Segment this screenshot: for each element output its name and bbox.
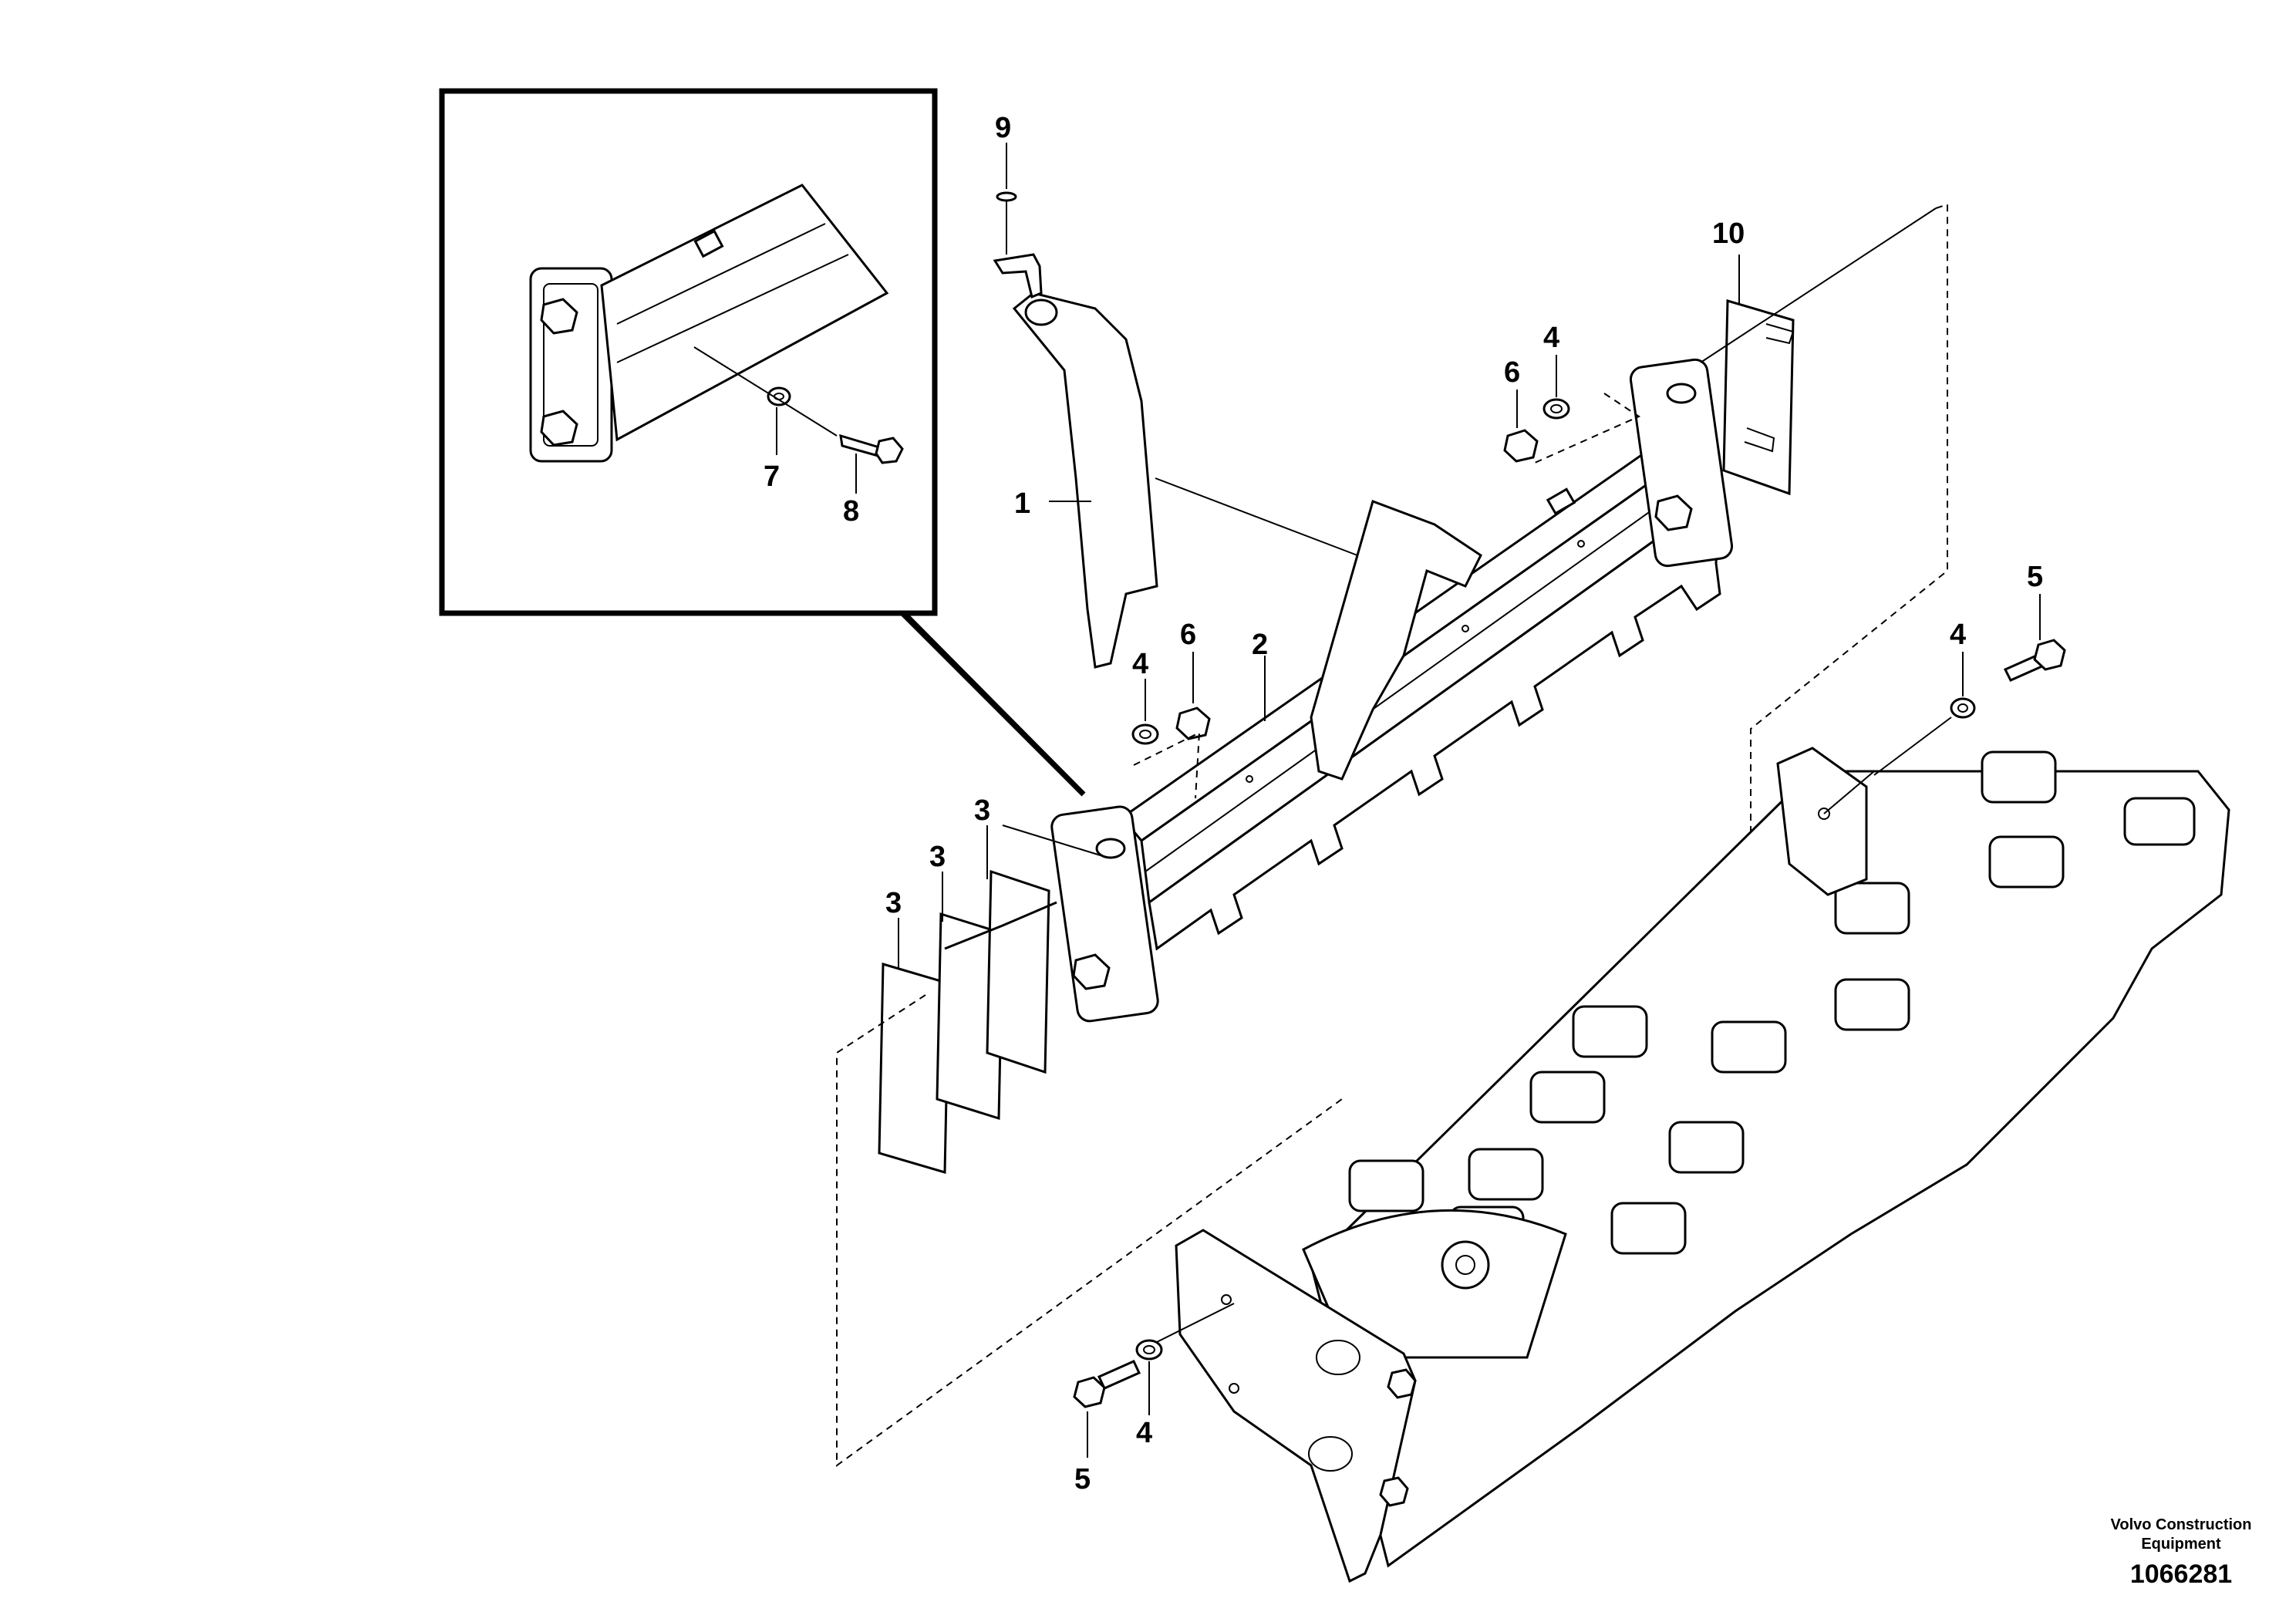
support-arm: 9 1 <box>993 112 1358 669</box>
pad <box>1988 835 2065 889</box>
shim-stack: 3 3 3 3 <box>836 794 1343 1467</box>
washer-right <box>1950 697 1976 719</box>
bolt-bottom-head <box>1073 1376 1106 1408</box>
inset-bolt <box>839 433 882 459</box>
inset-bolt-lower <box>540 410 578 447</box>
pad <box>1529 1071 1606 1124</box>
left-end-slot <box>1095 838 1126 859</box>
footer-block: Volvo Construction Equipment 1066281 <box>2111 1516 2252 1589</box>
callout-4-upper-right: 4 <box>1543 322 1559 354</box>
callout-4-right: 4 <box>1950 619 1966 651</box>
inset-bolt-upper <box>540 298 578 335</box>
shim-right: 10 <box>1700 203 1948 875</box>
pad <box>1572 1005 1648 1058</box>
callout-5-bottom: 5 <box>1074 1463 1091 1496</box>
fasteners-bottom: 4 5 <box>1073 1303 1235 1496</box>
fasteners-left: 4 6 <box>1131 619 1211 799</box>
support-arm-body <box>1012 292 1158 669</box>
pad <box>1348 1159 1424 1212</box>
callout-8: 8 <box>843 495 859 528</box>
callout-3-c: 3 <box>974 794 990 827</box>
callout-5-right: 5 <box>2027 561 2043 593</box>
right-end-bolt <box>1654 494 1693 531</box>
upper-frame-plate <box>1776 747 1868 896</box>
fasteners-upper-right: 4 6 <box>1503 322 1641 464</box>
inset-washer <box>767 386 791 406</box>
left-end-bolt <box>1072 953 1111 990</box>
drum-and-frame <box>1175 747 2230 1583</box>
pad <box>1668 1121 1745 1174</box>
drawing-number: 1066281 <box>2130 1560 2232 1589</box>
callout-10: 10 <box>1712 218 1745 250</box>
shim-10 <box>1722 299 1795 496</box>
pad <box>2123 797 2196 846</box>
washer-upper-right <box>1542 398 1570 420</box>
padfoot-drum <box>1310 770 2230 1568</box>
inset-clip <box>693 229 724 258</box>
drum-hub <box>1302 1209 1567 1359</box>
inset-beam <box>600 184 889 442</box>
bolt-right-head <box>2033 639 2066 671</box>
support-arm-tab <box>993 253 1043 299</box>
bolt-bottom-shank <box>1097 1360 1141 1390</box>
company-name-line2: Equipment <box>2141 1536 2221 1553</box>
pad <box>1981 750 2057 804</box>
nut-left <box>1175 706 1211 740</box>
washer-bottom <box>1135 1339 1163 1361</box>
callout-1: 1 <box>1014 487 1030 520</box>
shim-3-second <box>936 912 1004 1121</box>
callout-2: 2 <box>1252 629 1268 661</box>
pad <box>1711 1020 1787 1074</box>
callout-6-upper-right: 6 <box>1504 356 1520 389</box>
shim-3-front <box>878 963 950 1174</box>
shim-3-third <box>986 869 1050 1074</box>
pad <box>1610 1202 1687 1255</box>
callout-4-bottom: 4 <box>1136 1417 1152 1449</box>
company-name-line1: Volvo Construction <box>2111 1516 2252 1533</box>
bolt-9-head <box>996 191 1017 202</box>
callout-7: 7 <box>764 460 780 493</box>
drum-motor <box>1441 1240 1490 1290</box>
washer-left <box>1131 723 1159 745</box>
center-bracket <box>1310 500 1482 781</box>
callout-3-b: 3 <box>929 841 946 873</box>
callout-9: 9 <box>995 112 1011 144</box>
callout-3-a: 3 <box>885 887 902 919</box>
callout-6-left: 6 <box>1180 619 1196 651</box>
pad <box>1834 978 1910 1031</box>
callout-4-left: 4 <box>1132 648 1148 680</box>
fasteners-right: 4 5 <box>1873 561 2066 776</box>
right-end-slot <box>1666 383 1697 404</box>
pad <box>1468 1148 1544 1201</box>
pad <box>1834 882 1910 935</box>
detail-inset: 7 8 <box>439 88 1086 797</box>
nut-upper-right <box>1503 429 1539 463</box>
scraper-beam-assembly: 2 <box>1050 358 1734 1023</box>
beam-clip <box>1546 487 1576 515</box>
scraper-teeth <box>1148 491 1721 951</box>
side-frame <box>1175 1229 1417 1583</box>
